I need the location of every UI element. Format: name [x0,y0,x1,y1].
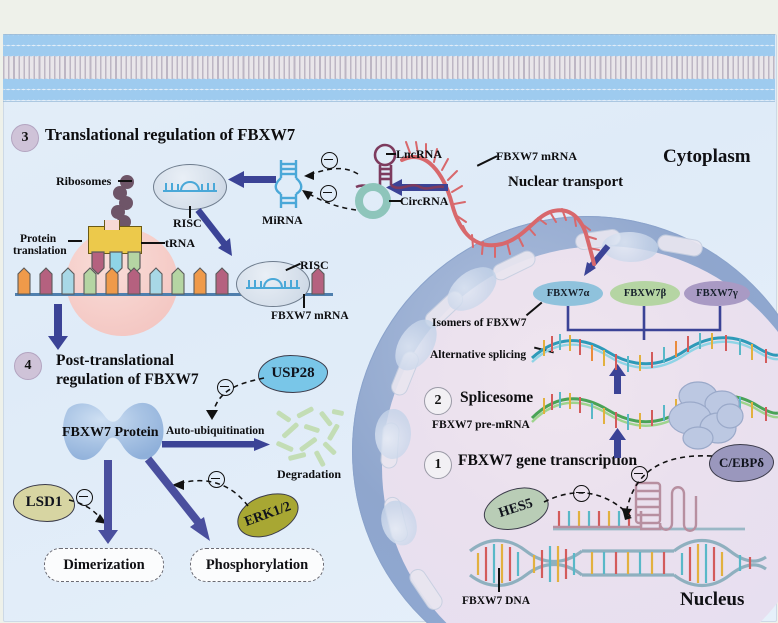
isomers-of-fbxw7-label: Isomers of FBXW7 [432,317,527,329]
cebpd-inhibition-arc [621,455,713,518]
circrna-leader [389,200,401,202]
trna-notch [104,220,120,230]
nuclear-export-arrow [584,244,611,276]
cebpd-protein[interactable]: C/EBPδ [709,444,774,482]
cebpd-inhibition-symbol [631,466,648,483]
hes5-inhibition-symbol [573,485,590,502]
dimerization-arrow [98,460,118,544]
lncrna-inhibition-arc [304,167,359,180]
nuclear-transport-label: Nuclear transport [508,174,624,190]
trna-label: tRNA [165,236,195,250]
lncrna-leader [386,153,396,155]
circrna-label: CircRNA [400,194,449,208]
translation-to-protein-arrow [48,304,68,350]
fbxw7-dna-helix [469,539,767,587]
isomer-fbxw7-alpha[interactable]: FBXW7α [533,281,603,306]
fbxw7-mrna-label: FBXW7 mRNA [496,149,577,163]
lsd1-label: LSD1 [25,494,63,511]
cytoplasm-label: Cytoplasm [663,146,751,167]
step-2-badge: 2 [424,387,452,415]
isomer-fbxw7-gamma[interactable]: FBXW7γ [684,281,750,306]
phosphorylation-outcome[interactable]: Phosphorylation [190,548,324,582]
transcription-up-arrow [609,428,626,458]
phosphorylation-label: Phosphorylation [205,556,309,573]
isomer-alpha-label: FBXW7α [546,288,590,299]
mrna-label2-leader [303,294,305,308]
usp28-label: USP28 [271,365,315,382]
spliceosome-complex [668,381,744,450]
degradation-label: Degradation [277,467,341,481]
risc-label-upper: RISC [173,216,202,230]
splicing-up-arrow [609,364,626,394]
ribosomes-label: Ribosomes [56,174,112,188]
risc-upper-rna [163,181,217,192]
dna-leader-line [498,568,500,592]
dimerization-label: Dimerization [63,556,145,573]
step-3-label: Translational regulation of FBXW7 [45,125,296,144]
circrna-inhibition-symbol [320,185,337,202]
lncrna-label: LncRNA [396,147,443,161]
risc-lower-rna [246,278,300,289]
usp28-inhibition-arc [206,377,265,420]
risc-label-lower: RISC [300,258,329,272]
hes5-label: HES5 [496,495,535,521]
protein-translation-label-line2: translation [13,245,67,257]
nucleus-label: Nucleus [680,589,745,610]
auto-ubiquitination-arrow [162,438,270,451]
step-3-badge: 3 [11,124,39,152]
phosphorylation-arrow [144,456,210,541]
alternative-splicing-label: Alternative splicing [430,349,527,361]
usp28-protein[interactable]: USP28 [258,355,328,393]
step-4-label-line2: regulation of FBXW7 [56,371,199,388]
fbxw7-protein-shape[interactable] [58,401,168,463]
nascent-peptide-chain [110,175,134,239]
isomer-beta-label: FBXW7β [623,288,667,299]
isomer-gamma-label: FBXW7γ [696,288,738,299]
mirna-duplex[interactable] [272,158,308,214]
step-4-badge: 4 [14,352,42,380]
nascent-rna-transcript [634,481,698,532]
fbxw7-protein-label: FBXW7 Protein [62,425,159,440]
erk12-inhibition-symbol [208,471,225,488]
cebpd-label: C/EBPδ [718,455,765,471]
lsd1-protein[interactable]: LSD1 [13,484,75,522]
circrna-ring[interactable] [355,183,391,219]
lncrna-inhibition-symbol [321,152,338,169]
step-1-label: FBXW7 gene transcription [458,452,637,470]
circrna-inhibition-arc [302,190,357,211]
step-1-rest: gene transcription [512,452,638,469]
step-4-label-line1: Post-translational [56,352,174,369]
isomers-bracket [566,306,722,340]
step-1-gene: FBXW7 [458,452,513,469]
protein-translation-label-line1: Protein [20,233,57,245]
trna-anticodons [91,251,141,275]
risc-upper-leader [189,206,191,218]
degradation-fragments [276,406,344,467]
lsd1-inhibition-symbol [76,489,93,506]
isomer-fbxw7-beta[interactable]: FBXW7β [610,281,680,306]
mirna-label: MiRNA [262,213,303,227]
dimerization-outcome[interactable]: Dimerization [44,548,164,582]
step-2-label: Splicesome [460,389,534,406]
plasma-membrane-bilayer [3,34,775,102]
mirna-to-risc-arrow [228,171,276,188]
mature-mrna-strand [530,333,778,372]
fbxw7-pre-mrna-label: FBXW7 pre-mRNA [432,419,530,431]
auto-ubiquitination-label: Auto-ubiquitination [166,425,265,437]
fbxw7-dna-label: FBXW7 DNA [462,595,531,607]
membrane-inner-leaflet [3,78,775,102]
protein-translation-leader [68,240,82,242]
step-1-badge: 1 [424,451,452,479]
trna-block [88,226,142,254]
ribosomes-leader [118,180,132,182]
fbxw7-mrna-label-2: FBXW7 mRNA [271,310,349,322]
usp28-inhibition-symbol [217,379,234,396]
membrane-outer-leaflet [3,34,775,58]
fbxw7-mrna-export-strand [400,141,600,266]
lncrna-hairpin[interactable] [352,143,462,191]
trna-leader [141,242,165,244]
risc-to-mrna-arrow [195,208,232,256]
